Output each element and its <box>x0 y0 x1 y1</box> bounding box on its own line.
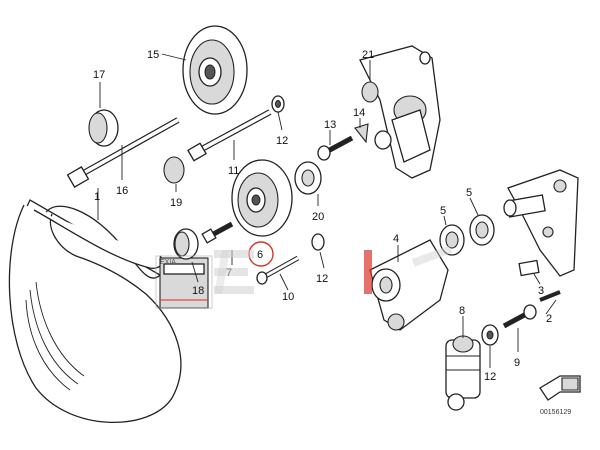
callout-4: 4 <box>393 233 399 245</box>
washer-12-bottom <box>481 324 499 346</box>
clip-14 <box>354 123 369 144</box>
washer-20 <box>294 161 322 195</box>
drive-belt <box>8 199 182 423</box>
washer-12-top <box>271 95 285 113</box>
idler-pulley-top <box>182 25 248 115</box>
callout-16: 16 <box>116 185 128 197</box>
callout-10: 10 <box>282 291 294 303</box>
leader-lines <box>97 53 557 368</box>
watermark: EXIA <box>155 245 453 309</box>
logo-text: EXIA <box>160 259 176 266</box>
callout-18: 18 <box>192 285 204 297</box>
callout-15: 15 <box>147 49 159 61</box>
direction-arrow-icon <box>539 375 581 401</box>
callout-3: 3 <box>538 285 544 297</box>
tensioner-bracket <box>503 169 579 277</box>
callout-17: 17 <box>93 69 105 81</box>
callout-6: 6 <box>257 249 263 261</box>
callout-12-top: 12 <box>276 135 288 147</box>
bolt-10 <box>256 255 300 285</box>
bolt-7 <box>201 221 234 244</box>
pulley-cap <box>88 109 119 147</box>
long-bolt-16 <box>66 117 180 188</box>
callout-5-upper: 5 <box>466 187 472 199</box>
callout-1: 1 <box>94 191 100 203</box>
washer-19 <box>163 156 185 184</box>
callout-12-bottom: 12 <box>484 371 496 383</box>
callout-numbers: 15 17 21 12 13 14 11 16 1 19 20 5 5 6 4 … <box>93 49 552 383</box>
callout-20: 20 <box>312 211 324 223</box>
callout-5-lower: 5 <box>440 205 446 217</box>
callout-19: 19 <box>170 197 182 209</box>
bolt-9 <box>502 304 537 329</box>
bolt-13 <box>317 135 354 161</box>
callout-8: 8 <box>459 305 465 317</box>
callout-2: 2 <box>546 313 552 325</box>
tensioner-assembly <box>359 45 441 179</box>
idler-pulley-center <box>231 159 293 237</box>
washer-12-mid <box>311 233 325 251</box>
callout-13: 13 <box>324 119 336 131</box>
callout-12-mid: 12 <box>316 273 328 285</box>
callout-14: 14 <box>353 107 365 119</box>
shock-absorber <box>445 335 481 411</box>
bolt-2 <box>539 290 561 302</box>
pulley-cap-18 <box>173 228 199 260</box>
tensioner-arm <box>369 239 449 331</box>
callout-11: 11 <box>228 165 239 177</box>
reference-number: 00156129 <box>540 409 571 416</box>
bushing-5-right <box>469 214 495 246</box>
callout-21: 21 <box>362 49 374 61</box>
callout-9: 9 <box>514 357 520 369</box>
bolt-11 <box>187 109 272 162</box>
bushing-5-left <box>439 224 465 256</box>
